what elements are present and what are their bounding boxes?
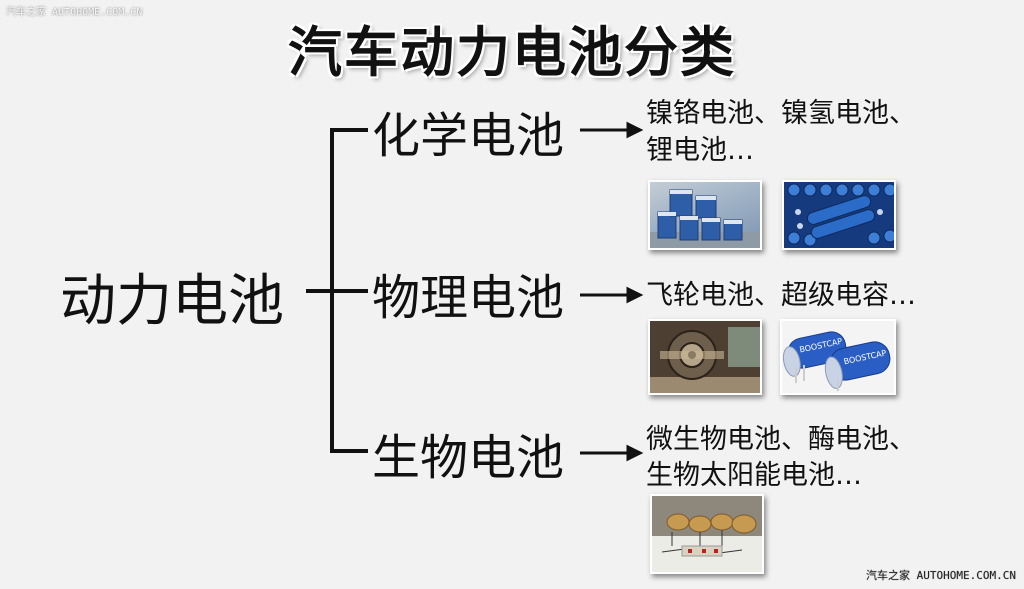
flywheel-image (648, 319, 762, 395)
arrow-bio-head (626, 444, 644, 462)
cylindrical-cells-image (782, 180, 896, 250)
watermark-bottom-right: 汽车之家 AUTOHOME.COM.CN (866, 569, 1016, 582)
category-chemical: 化学电池 (372, 108, 565, 164)
diagram-title: 汽车动力电池分类 (288, 21, 736, 84)
potato-battery-image (650, 494, 764, 574)
physical-examples-line-1: 飞轮电池、超级电容… (646, 280, 916, 311)
battery-pack-image (648, 180, 762, 250)
biological-examples-line-2: 生物太阳能电池… (646, 460, 862, 491)
arrow-chem-head (626, 121, 644, 139)
chemical-examples-line-2: 锂电池… (646, 135, 754, 166)
watermark-top-left: 汽车之家 AUTOHOME.COM.CN (6, 7, 143, 18)
supercapacitor-image: BOOSTCAP BOOSTCAP (780, 319, 896, 395)
category-physical: 物理电池 (372, 270, 565, 326)
biological-examples-line-1: 微生物电池、酶电池、 (646, 424, 916, 455)
chemical-examples-line-1: 镍铬电池、镍氢电池、 (646, 98, 916, 129)
root-node: 动力电池 (60, 269, 284, 334)
arrow-phys-head (626, 286, 644, 304)
category-biological: 生物电池 (372, 430, 565, 486)
